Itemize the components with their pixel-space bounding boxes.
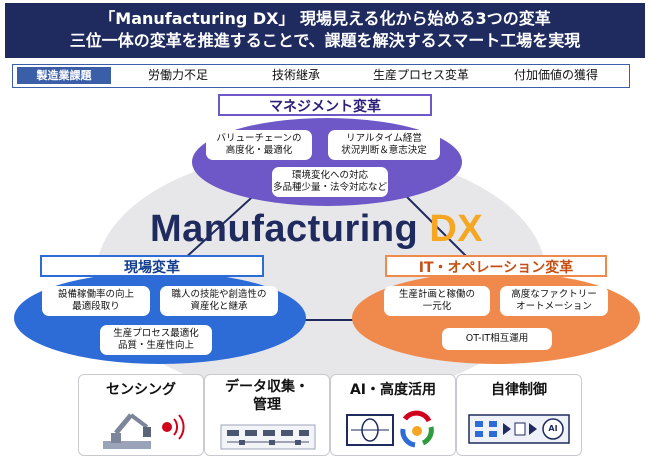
tile-autonomous-control: 自律制御 AI	[456, 374, 582, 456]
tile-sensing: センシング	[78, 374, 204, 456]
management-item: バリューチェーンの 高度化・最適化	[206, 130, 312, 160]
issues-label: 製造業課題	[17, 67, 111, 84]
ai-badge: AI	[548, 424, 558, 433]
field-item-line: 品質・生産性向上	[117, 340, 194, 351]
issue-item: 技術継承	[271, 68, 320, 82]
management-item: リアルタイム経営 状況判断＆意志決定	[328, 130, 440, 160]
header-line-1: 「Manufacturing DX」 現場見える化から始める3つの変革	[99, 9, 551, 28]
field-item-line: 職人の技能や創造性の	[171, 289, 267, 300]
it-item-line: オートメーション	[516, 301, 592, 312]
tile-title-line: データ収集・	[225, 379, 309, 395]
field-item-line: 設備稼働率の向上	[57, 289, 134, 300]
autonomous-control-flow-icon	[468, 414, 570, 444]
it-item-line: 高度なファクトリー	[511, 289, 597, 300]
field-item-line: 生産プロセス最適化	[113, 328, 199, 339]
management-item-line: バリューチェーンの	[216, 133, 302, 144]
tile-title: 自律制御	[491, 382, 547, 398]
field-title: 現場変革	[40, 255, 264, 277]
header-banner: 「Manufacturing DX」 現場見える化から始める3つの変革 三位一体…	[5, 3, 645, 58]
management-item-line: 環境変化への対応	[291, 170, 368, 181]
manufacturing-dx-label: Manufacturing DX	[150, 208, 483, 251]
management-item-line: 高度化・最適化	[225, 145, 293, 156]
it-item: 高度なファクトリー オートメーション	[500, 286, 608, 316]
issue-item: 労働力不足	[147, 68, 208, 82]
tile-title: センシング	[106, 382, 176, 398]
it-item-line: 一元化	[422, 301, 452, 312]
field-item-line: 資産化と継承	[190, 301, 248, 312]
it-item-line: 生産計画と稼働の	[398, 289, 475, 300]
it-item: 生産計画と稼働の 一元化	[384, 286, 490, 316]
dx-word: DX	[429, 208, 484, 250]
robot-arm-sensor-icon	[103, 413, 185, 449]
issue-item: 生産プロセス変革	[372, 68, 469, 82]
it-item-line: OT-IT相互運用	[465, 333, 529, 344]
data-network-icon	[220, 424, 316, 450]
management-title: マネジメント変革	[218, 94, 432, 116]
it-item: OT-IT相互運用	[442, 328, 552, 350]
ai-cycle-icon	[346, 410, 434, 448]
tile-title: AI・高度活用	[349, 382, 437, 398]
issue-item: 付加価値の獲得	[513, 68, 598, 82]
manufacturing-word: Manufacturing	[150, 208, 419, 250]
management-item: 環境変化への対応 多品種少量・法令対応など	[272, 167, 388, 197]
issues-bar: 製造業課題 労働力不足 技術継承 生産プロセス変革 付加価値の獲得	[12, 64, 630, 88]
management-item-line: リアルタイム経営	[346, 133, 422, 144]
management-item-line: 状況判断＆意志決定	[341, 145, 427, 156]
field-item: 生産プロセス最適化 品質・生産性向上	[100, 325, 212, 355]
it-title: IT・オペレーション変革	[385, 255, 607, 277]
field-item: 設備稼働率の向上 最適段取り	[42, 286, 150, 316]
field-item: 職人の技能や創造性の 資産化と継承	[160, 286, 278, 316]
tile-title: データ収集・ 管理	[205, 378, 329, 414]
management-item-line: 多品種少量・法令対応など	[272, 182, 387, 193]
tile-ai-utilization: AI・高度活用	[330, 374, 456, 456]
tile-title-line: 管理	[253, 397, 281, 413]
header-line-2: 三位一体の変革を推進することで、課題を解決するスマート工場を実現	[69, 31, 581, 50]
tile-data-collection: データ収集・ 管理	[204, 374, 330, 456]
field-item-line: 最適段取り	[72, 301, 120, 312]
